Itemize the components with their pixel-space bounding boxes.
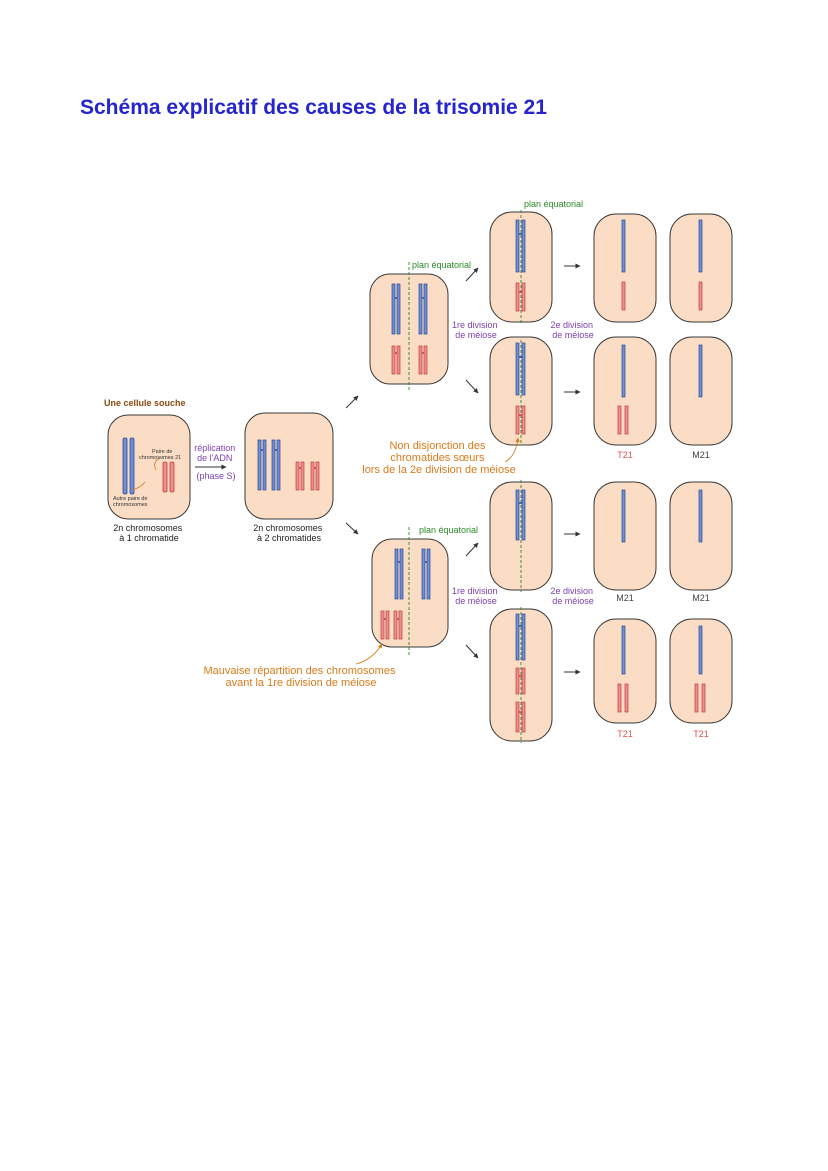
page-title: Schéma explicatif des causes de la triso…	[80, 96, 547, 119]
arrow-to-top-meiosis	[345, 395, 359, 409]
chromosome-other-pair	[122, 437, 135, 495]
meiosis2-cell-row4	[489, 607, 553, 743]
red-chromosome-x	[310, 461, 320, 491]
stem-cell	[107, 414, 191, 520]
cell2-caption: 2n chromosomes à 2 chromatides	[253, 523, 325, 543]
blue-chromosome-x	[257, 439, 267, 491]
nondisjunction-pointer	[504, 437, 520, 463]
division2-label: 2e division de méiose	[550, 586, 595, 606]
division2-label: 2e division de méiose	[550, 320, 595, 340]
meiosis1-cell-abnormal	[371, 527, 449, 655]
replicated-cell	[244, 412, 334, 520]
gamete-type-label: M21	[692, 593, 710, 603]
gamete-type-label: T21	[693, 729, 709, 739]
meiosis1-cell-normal	[369, 262, 449, 392]
blue-chromosome-x	[271, 439, 281, 491]
gamete-type-label: M21	[692, 450, 710, 460]
arrow-down	[465, 379, 479, 394]
meiosis2-cell-row2	[489, 336, 553, 446]
cell1-caption: 2n chromosomes à 1 chromatide	[113, 523, 185, 543]
nondisjunction-annotation: Non disjonction des chromatides sœurs lo…	[362, 440, 515, 476]
meiosis2-cell-row1	[489, 210, 553, 325]
equatorial-plane-label: plan équatorial	[524, 199, 583, 209]
gamete-row2-a	[593, 336, 657, 446]
gamete-row1-a	[593, 213, 657, 323]
meiosis2-cell-row3	[489, 480, 553, 592]
other-pair-label: Autre paire de chromosomes	[113, 496, 149, 508]
stem-cell-label: Une cellule souche	[104, 398, 186, 408]
gamete-type-label: M21	[616, 593, 634, 603]
red-chromosome-x	[295, 461, 305, 491]
dna-replication-label: réplication de l'ADN (phase S)	[194, 443, 238, 481]
gamete-row3-a	[593, 481, 657, 591]
chromosome-pair-21	[162, 461, 175, 493]
equatorial-plane-label: plan équatorial	[412, 260, 471, 270]
gamete-type-label: T21	[617, 450, 633, 460]
bad-distribution-pointer	[355, 643, 383, 665]
pair21-label: Paire de chromosomes 21	[139, 449, 181, 461]
gamete-row3-b	[669, 481, 733, 591]
arrow-up	[465, 542, 479, 557]
gamete-row4-a	[593, 618, 657, 724]
arrow-up	[465, 267, 479, 282]
gamete-row2-b	[669, 336, 733, 446]
gamete-row4-b	[669, 618, 733, 724]
gamete-type-label: T21	[617, 729, 633, 739]
arrow-down	[465, 644, 479, 659]
division1-label: 1re division de méiose	[452, 586, 500, 606]
equatorial-plane-label: plan équatorial	[419, 525, 478, 535]
arrow-to-bottom-meiosis	[345, 522, 359, 535]
gamete-row1-b	[669, 213, 733, 323]
bad-distribution-annotation: Mauvaise répartition des chromosomes ava…	[203, 665, 398, 689]
division1-label: 1re division de méiose	[452, 320, 500, 340]
